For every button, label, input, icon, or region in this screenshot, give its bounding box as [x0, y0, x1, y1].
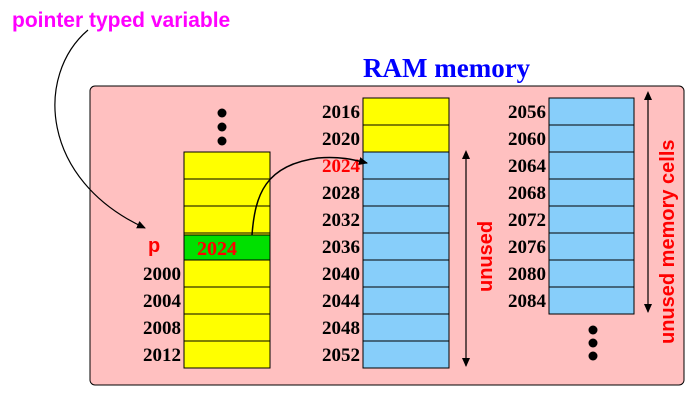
column-2-cells: 2016 2020 2024 2028 2032 2036 2040 2044 2048 2052	[322, 97, 450, 369]
unused-memory-cells-label: unused memory cells	[657, 139, 679, 344]
unused-memory-cell	[548, 151, 635, 180]
address-label: 2024	[322, 156, 361, 177]
pointer-target-arrow	[251, 156, 368, 236]
address-label: 2008	[143, 318, 181, 339]
memory-cell	[183, 286, 271, 315]
address-label: 2068	[508, 183, 546, 204]
address-label: 2080	[508, 264, 546, 285]
address-label: 2056	[508, 102, 546, 123]
ellipsis-dots-top	[217, 108, 227, 146]
address-label: 2076	[508, 237, 546, 258]
unused-memory-cell	[362, 205, 450, 234]
unused-memory-cell	[362, 286, 450, 315]
column-3-cells: 2056 2060 2064 2068 2072 2076 2080 2084	[508, 97, 635, 315]
unused-memory-cell	[362, 151, 450, 180]
address-label: 2000	[143, 264, 181, 285]
unused-memory-cell	[548, 97, 635, 126]
unused-memory-cell	[548, 178, 635, 207]
unused-memory-cell	[548, 259, 635, 288]
address-label: 2052	[322, 345, 360, 366]
ram-memory-title: RAM memory	[363, 53, 531, 83]
unused-memory-cell	[548, 205, 635, 234]
address-label: 2020	[322, 129, 360, 150]
address-label: 2072	[508, 210, 546, 231]
unused-memory-cell	[362, 313, 450, 342]
memory-cell	[183, 205, 271, 234]
pointer-cell-value: 2024	[197, 238, 237, 260]
address-label: 2028	[322, 183, 360, 204]
memory-cell	[362, 97, 450, 126]
address-label: 2064	[508, 156, 547, 177]
address-label: 2032	[322, 210, 360, 231]
address-label: 2016	[322, 102, 360, 123]
column-1-cells: 2000 2004 2008 2012	[143, 151, 271, 369]
memory-cell	[362, 124, 450, 153]
pointer-cell	[183, 234, 271, 261]
ellipsis-dots-bottom	[588, 325, 598, 361]
unused-memory-cell	[548, 232, 635, 261]
address-label: 2004	[143, 291, 182, 312]
unused-memory-cell	[362, 340, 450, 369]
address-label: 2044	[322, 291, 361, 312]
unused-memory-cell	[362, 178, 450, 207]
address-label: 2084	[508, 291, 547, 312]
address-label: 2060	[508, 129, 546, 150]
address-label: 2048	[322, 318, 360, 339]
address-label: 2036	[322, 237, 360, 258]
address-label: 2012	[143, 345, 181, 366]
unused-memory-cell	[548, 286, 635, 315]
memory-cell	[183, 340, 271, 369]
unused-memory-cell	[362, 232, 450, 261]
pointer-name-label: p	[148, 235, 160, 257]
memory-cell	[183, 313, 271, 342]
unused-memory-cell	[548, 124, 635, 153]
memory-cell	[183, 259, 271, 288]
address-label: 2040	[322, 264, 360, 285]
unused-memory-cell	[362, 259, 450, 288]
pointer-label-arrow	[54, 29, 146, 229]
unused-label: unused	[475, 221, 497, 292]
memory-cell	[183, 151, 271, 180]
pointer-typed-variable-label: pointer typed variable	[12, 9, 230, 32]
